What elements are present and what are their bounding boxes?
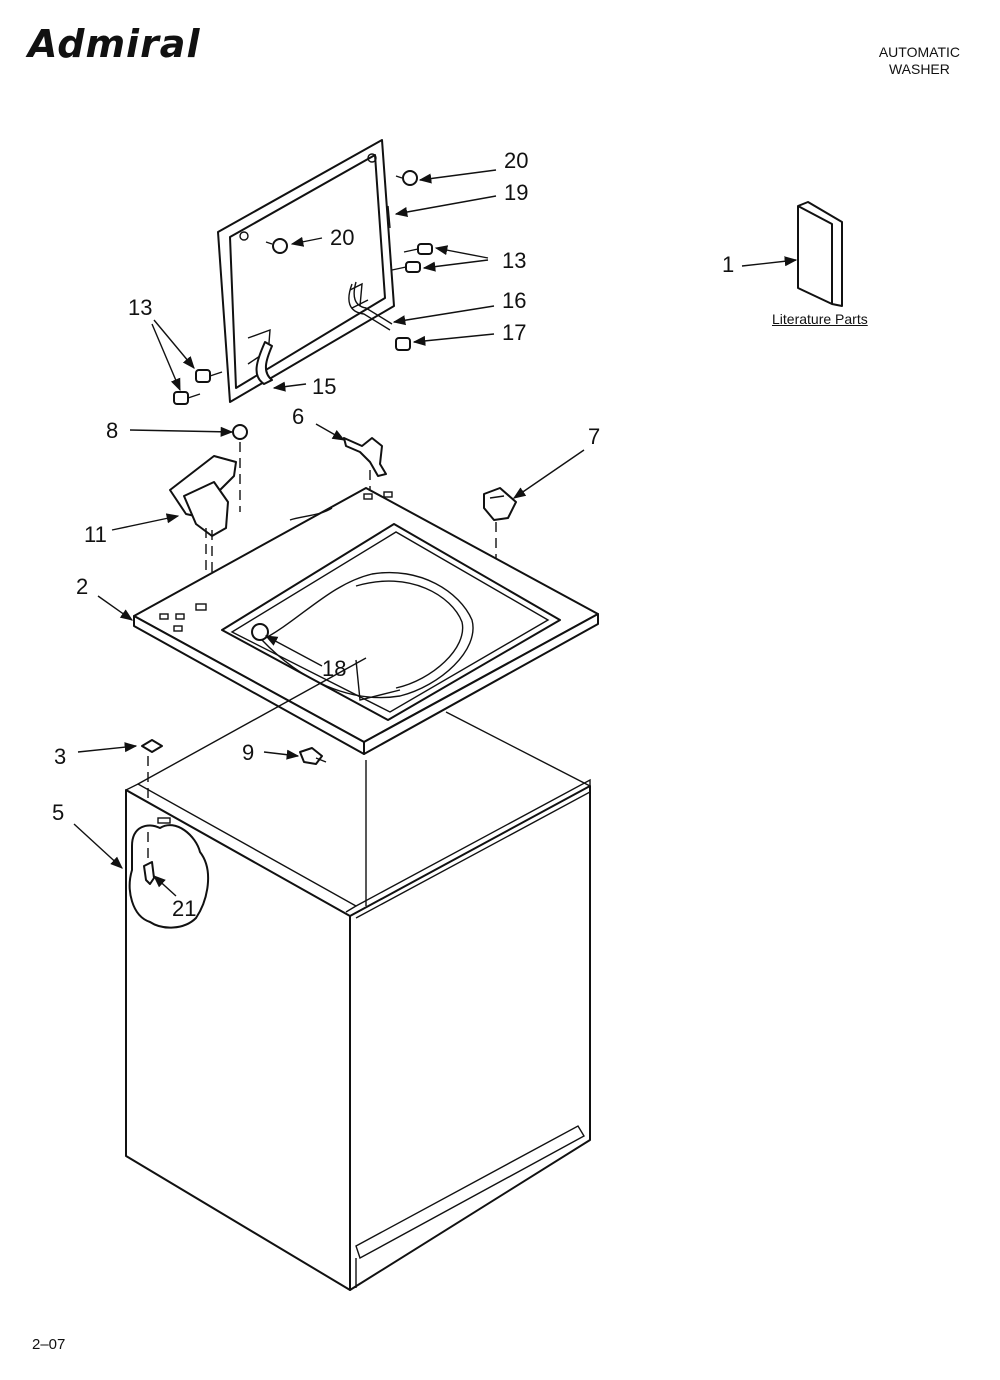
top-panel-part-2	[133, 487, 599, 755]
screw-part-13-right-a	[403, 243, 433, 255]
callout-11: 11	[84, 522, 107, 547]
callout-16: 16	[502, 288, 526, 313]
callout-2: 2	[76, 574, 88, 599]
screw-part-20-left	[265, 238, 288, 254]
callout-1: 1	[722, 252, 734, 277]
cabinet-part-5	[125, 657, 591, 1291]
bleach-dispenser-part-7	[483, 487, 517, 616]
callout-15: 15	[312, 374, 336, 399]
literature-parts-booklet	[797, 201, 843, 307]
callout-18: 18	[322, 656, 346, 681]
screw-part-13-left-a	[195, 369, 223, 383]
title-line-1: AUTOMATIC	[878, 44, 960, 60]
callout-21: 21	[172, 896, 196, 921]
screw-part-20-top	[395, 170, 418, 186]
lid-switch-part-11	[169, 455, 237, 600]
callout-20-left: 20	[330, 225, 354, 250]
title-line-2: WASHER	[888, 61, 950, 77]
diagram-title: AUTOMATIC WASHER	[879, 44, 960, 78]
callout-3: 3	[54, 744, 66, 769]
lid-hinge-rod	[255, 341, 273, 385]
callout-19: 19	[504, 180, 528, 205]
screw-part-13-left-b	[173, 391, 201, 405]
lid-frame	[217, 139, 395, 403]
tub-ring-part-18	[260, 571, 474, 699]
callout-7: 7	[588, 424, 600, 449]
callout-6: 6	[292, 404, 304, 429]
callout-20-top: 20	[504, 148, 528, 173]
cabinet-cutaway-detail	[128, 824, 210, 929]
screw-part-9	[299, 747, 327, 765]
part-17-clip	[395, 337, 411, 351]
callout-8: 8	[106, 418, 118, 443]
literature-parts-label: Literature Parts	[772, 311, 868, 327]
bracket-part-6	[343, 437, 387, 477]
callout-9: 9	[242, 740, 254, 765]
page-code: 2–07	[32, 1336, 66, 1353]
clip-part-3	[141, 739, 163, 806]
callout-17: 17	[502, 320, 526, 345]
callout-13-right: 13	[502, 248, 526, 273]
brand-logo: Admiral	[28, 22, 201, 66]
lid-hinge-rod-right	[348, 283, 391, 331]
screw-part-13-right-b	[391, 261, 421, 273]
callout-13-left: 13	[128, 295, 152, 320]
callout-5: 5	[52, 800, 64, 825]
screw-part-21	[143, 861, 155, 885]
